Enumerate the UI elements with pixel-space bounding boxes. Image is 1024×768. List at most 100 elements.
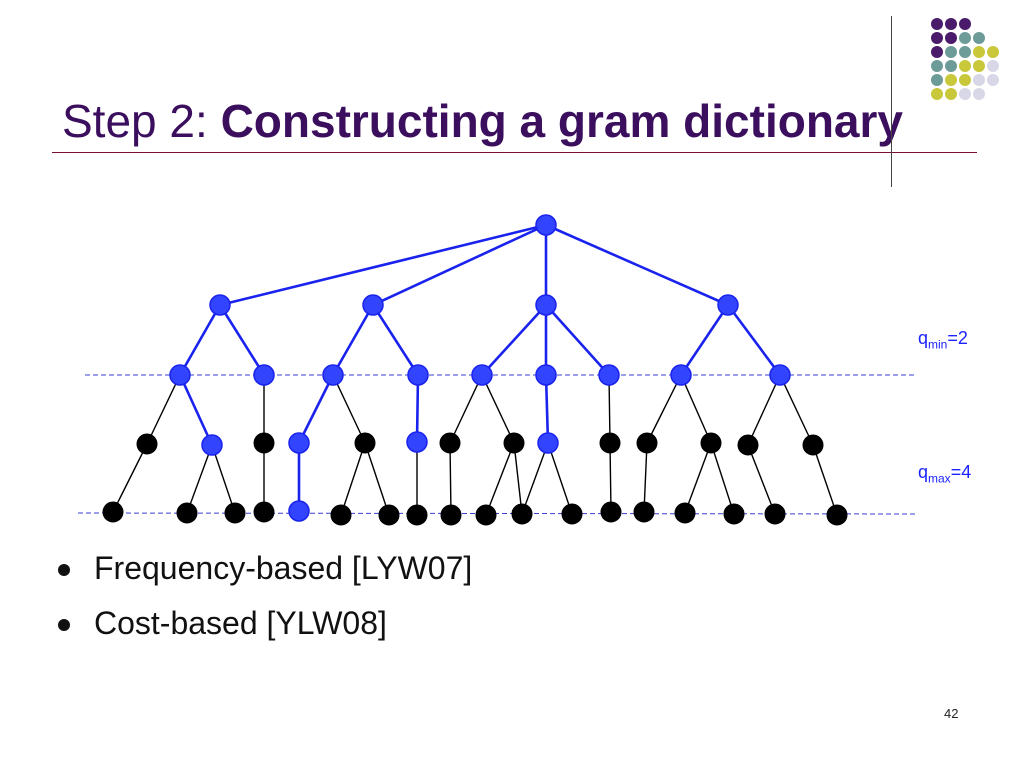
tree-node-blue (288, 500, 310, 522)
tree-node-black (826, 504, 848, 526)
tree-node-blue (169, 364, 191, 386)
tree-edge (218, 304, 266, 376)
tree-edge (521, 442, 549, 515)
tree-edge (481, 374, 515, 444)
tree-edge (372, 223, 547, 307)
tree-edge (449, 442, 452, 516)
tree-edge (544, 374, 550, 444)
tree-node-blue (535, 294, 557, 316)
decor-dot (987, 74, 999, 86)
decor-dot (931, 60, 943, 72)
decor-dot (959, 32, 971, 44)
tree-edge (609, 442, 612, 513)
decor-dot (959, 88, 971, 100)
tree-node-blue (537, 432, 559, 454)
tree-edge (340, 442, 366, 516)
decor-dot (945, 32, 957, 44)
tree-node-blue (288, 432, 310, 454)
tree-node-black (802, 434, 824, 456)
decor-dot (973, 32, 985, 44)
tree-node-blue (670, 364, 692, 386)
tree-node-black (737, 434, 759, 456)
tree-node-black (764, 503, 786, 525)
tree-node-black (599, 432, 621, 454)
tree-node-black (561, 503, 583, 525)
tree-edge (726, 304, 782, 376)
tree-edge (684, 442, 712, 514)
tree-node-black (176, 502, 198, 524)
tree-edge (449, 374, 483, 444)
tree-edge (371, 304, 420, 376)
decor-dot (931, 32, 943, 44)
decor-dot (973, 88, 985, 100)
decor-dot (973, 74, 985, 86)
tree-node-black (511, 503, 533, 525)
tree-edge (219, 223, 547, 307)
title-main: Constructing a gram dictionary (220, 95, 903, 147)
tree-edge (513, 442, 523, 515)
tree-node-black (354, 432, 376, 454)
tree-edge (679, 304, 730, 376)
decor-dot (959, 60, 971, 72)
decor-dot (945, 18, 957, 30)
tree-node-blue (209, 294, 231, 316)
tree-node-black (633, 501, 655, 523)
tree-node-black (700, 432, 722, 454)
tree-node-black (440, 504, 462, 526)
bullet-list: Frequency-based [LYW07] Cost-based [YLW0… (58, 548, 472, 657)
qmin-label: qmin=2 (918, 328, 968, 352)
decorative-dot-grid (925, 18, 1005, 118)
tree-edge (779, 374, 814, 446)
bullet-item-frequency: Frequency-based [LYW07] (58, 548, 472, 590)
tree-node-black (439, 432, 461, 454)
tree-edge (545, 304, 610, 376)
decor-dot (987, 60, 999, 72)
decorative-vertical-rule (891, 16, 892, 187)
tree-node-blue (362, 294, 384, 316)
tree-node-black (136, 433, 158, 455)
tree-node-black (503, 432, 525, 454)
tree-node-blue (535, 214, 557, 236)
tree-edge (364, 442, 390, 516)
tree-edge (178, 304, 222, 376)
tree-node-blue (717, 294, 739, 316)
tree-node-blue (322, 364, 344, 386)
decor-dot (945, 88, 957, 100)
tree-edge (646, 374, 682, 444)
tree-edge (747, 374, 781, 446)
tree-node-blue (471, 364, 493, 386)
bullet-dot-icon (58, 618, 70, 631)
tree-node-black (253, 432, 275, 454)
tree-edge (710, 442, 735, 515)
tree-edges (112, 223, 838, 516)
bullet-dot-icon (58, 564, 70, 576)
qmax-label: qmax=4 (918, 462, 972, 486)
tree-node-blue (201, 434, 223, 456)
tree-edge (297, 374, 335, 444)
decor-dot (945, 46, 957, 58)
decor-dot (959, 18, 971, 30)
tree-edge (178, 374, 214, 446)
tree-edge (332, 374, 366, 444)
tree-node-black (406, 504, 428, 526)
tree-node-black (723, 503, 745, 525)
tree-node-blue (253, 364, 275, 386)
tree-edge (112, 443, 148, 513)
qmax-level-line (77, 512, 916, 515)
tree-node-black (224, 502, 246, 524)
tree-edge (812, 444, 838, 516)
tree-edge (211, 444, 236, 514)
tree-node-black (600, 501, 622, 523)
decor-dot (931, 18, 943, 30)
tree-edge (545, 223, 729, 307)
tree-node-blue (407, 364, 429, 386)
tree-node-black (378, 504, 400, 526)
decor-dot (959, 74, 971, 86)
tree-edge (547, 442, 573, 515)
decor-dot (931, 74, 943, 86)
tree-edge (485, 442, 515, 516)
tree-edge (186, 444, 213, 514)
tree-edge (747, 444, 776, 515)
tree-edge (608, 374, 611, 444)
